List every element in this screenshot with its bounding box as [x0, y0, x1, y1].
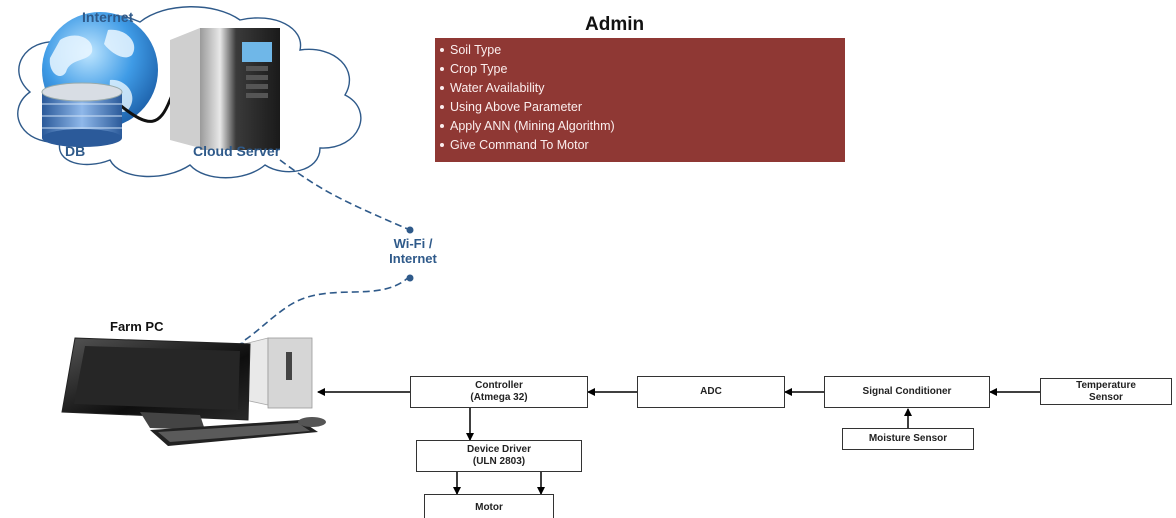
internet-label: Internet	[82, 9, 134, 25]
signal-conditioner-label: Signal Conditioner	[862, 386, 952, 397]
admin-item-label: Crop Type	[450, 62, 508, 76]
wifi-node-bottom	[406, 274, 414, 282]
bullet-icon	[440, 123, 444, 128]
admin-item-crop-type: Crop Type	[440, 62, 507, 76]
server-tower-icon	[170, 28, 280, 150]
adc-block: ADC	[637, 376, 785, 408]
bullet-icon	[440, 47, 444, 52]
admin-panel	[435, 38, 845, 162]
temperature-line2: Sensor	[1089, 391, 1123, 403]
adc-label: ADC	[700, 386, 722, 397]
bullet-icon	[440, 85, 444, 90]
device-driver-line2: (ULN 2803)	[472, 456, 526, 467]
wifi-label-line1: Wi-Fi /	[393, 236, 433, 251]
admin-item-using-parameter: Using Above Parameter	[440, 100, 582, 114]
farm-pc-label: Farm PC	[110, 319, 164, 334]
wifi-link-bottom	[241, 275, 411, 343]
cloud-server-label: Cloud Server	[193, 143, 281, 159]
admin-item-water-availability: Water Availability	[440, 81, 544, 95]
admin-item-label: Apply ANN (Mining Algorithm)	[450, 119, 615, 133]
temperature-sensor-block: Temperature Sensor	[1040, 378, 1172, 405]
wifi-internet-label: Wi-Fi / Internet	[378, 236, 448, 266]
device-driver-line1: Device Driver	[467, 444, 531, 455]
admin-item-label: Using Above Parameter	[450, 100, 583, 114]
controller-line1: Controller	[475, 380, 523, 391]
admin-item-apply-ann: Apply ANN (Mining Algorithm)	[440, 119, 615, 133]
admin-item-label: Soil Type	[450, 43, 502, 57]
admin-title: Admin	[585, 14, 645, 35]
admin-item-label: Give Command To Motor	[450, 138, 589, 152]
controller-block: Controller (Atmega 32)	[410, 376, 588, 408]
motor-block: Motor	[424, 494, 554, 518]
admin-item-give-command: Give Command To Motor	[440, 138, 589, 152]
db-label: DB	[65, 143, 86, 159]
bullet-icon	[440, 104, 444, 109]
farm-pc-icon	[61, 337, 326, 446]
database-icon	[41, 82, 123, 147]
wifi-label-line2: Internet	[389, 251, 437, 266]
bullet-icon	[440, 142, 444, 147]
moisture-sensor-block: Moisture Sensor	[842, 428, 974, 450]
motor-label: Motor	[475, 502, 503, 513]
signal-conditioner-block: Signal Conditioner	[824, 376, 990, 408]
moisture-sensor-label: Moisture Sensor	[868, 433, 948, 444]
wifi-node-top	[406, 226, 414, 234]
bullet-icon	[440, 66, 444, 71]
wifi-link-top	[279, 159, 411, 231]
controller-line2: (Atmega 32)	[470, 392, 528, 403]
admin-item-soil-type: Soil Type	[440, 43, 501, 57]
device-driver-block: Device Driver (ULN 2803)	[416, 440, 582, 472]
admin-item-label: Water Availability	[450, 81, 545, 95]
temperature-line1: Temperature	[1076, 379, 1136, 391]
